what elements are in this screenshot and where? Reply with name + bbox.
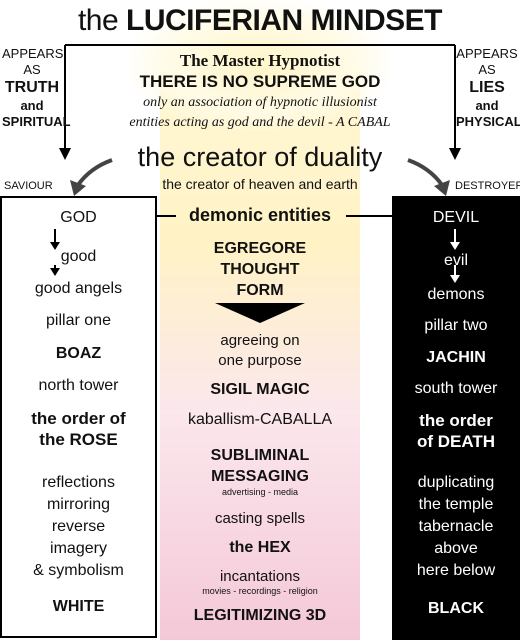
left-spiritual: SPIRITUAL	[2, 114, 71, 129]
right-curved-arrowhead	[434, 180, 450, 196]
saviour-label: SAVIOUR	[4, 180, 53, 192]
top-glow	[130, 0, 390, 130]
left-and: and	[20, 98, 44, 113]
left-appears: APPEARS	[2, 46, 64, 61]
center-movies-recordings: movies - recordings - religion	[202, 586, 318, 596]
right-lies: LIES	[469, 79, 505, 96]
left-item-reverse: reverse	[51, 518, 106, 535]
left-item-good-angels: good angels	[34, 280, 123, 297]
left-down-arrow	[59, 148, 71, 160]
intro-line4: entities acting as god and the devil - A…	[129, 115, 391, 130]
left-item-god: GOD	[60, 209, 97, 226]
left-item-rose: the ROSE	[39, 430, 118, 449]
left-header: APPEARS AS TRUTH and SPIRITUAL	[2, 46, 71, 130]
title-prefix: the	[77, 4, 127, 37]
right-item-above: above	[434, 540, 478, 557]
center-sigil-magic: SIGIL MAGIC	[210, 381, 310, 398]
center-gradient-band	[160, 70, 360, 640]
center-one-purpose: one purpose	[218, 352, 302, 369]
left-item-order-of: the order of	[31, 409, 126, 428]
center-form: FORM	[236, 282, 284, 299]
right-down-arrow	[449, 148, 461, 160]
right-item-jachin: JACHIN	[426, 349, 486, 366]
center-egregore: EGREGORE	[213, 240, 307, 257]
right-item-black: BLACK	[428, 600, 484, 617]
left-truth: TRUTH	[4, 79, 60, 96]
left-as: AS	[23, 62, 41, 77]
center-kaballism: kaballism-CABALLA	[187, 411, 333, 428]
right-item-death: of DEATH	[416, 432, 496, 451]
god-good-arrowhead	[50, 242, 60, 250]
intro-line3: only an association of hypnotic illusion…	[143, 95, 377, 110]
right-and: and	[475, 98, 499, 113]
left-item-mirroring: mirroring	[46, 496, 111, 513]
center-casting-spells: casting spells	[214, 510, 306, 527]
right-item-pillar-two: pillar two	[424, 317, 488, 334]
left-item-symbolism: & symbolism	[33, 562, 124, 579]
center-thought: THOUGHT	[220, 261, 300, 278]
creator-heaven-earth: the creator of heaven and earth	[162, 176, 358, 192]
center-advertising-media: advertising - media	[221, 487, 299, 497]
center-demonic-entities: demonic entities	[188, 205, 332, 225]
right-curved-arrow	[407, 158, 444, 187]
destroyer-label: DESTROYER	[455, 180, 520, 192]
right-item-devil: DEVIL	[432, 209, 480, 226]
master-hypnotist: The Master Hypnotist	[179, 51, 341, 70]
right-item-evil: evil	[443, 252, 468, 269]
center-messaging: MESSAGING	[211, 468, 309, 485]
title-main: LUCIFERIAN MINDSET	[126, 4, 443, 37]
left-item-white: WHITE	[52, 598, 105, 615]
center-legitimizing: LEGITIMIZING 3D	[193, 607, 327, 624]
creator-of-duality: the creator of duality	[137, 142, 383, 172]
left-item-pillar-one: pillar one	[46, 312, 111, 329]
page-title: the LUCIFERIAN MINDSET	[0, 4, 520, 38]
left-item-boaz: BOAZ	[55, 345, 102, 362]
right-item-here-below: here below	[416, 562, 496, 579]
right-as: AS	[478, 62, 496, 77]
left-panel	[0, 196, 157, 638]
left-item-imagery: imagery	[50, 540, 107, 557]
left-item-reflections: reflections	[42, 474, 115, 491]
right-item-demons: demons	[427, 286, 485, 303]
good-angels-arrowhead	[50, 268, 60, 276]
devil-evil-arrowhead	[450, 242, 460, 250]
right-item-tabernacle: tabernacle	[418, 518, 494, 535]
left-item-good: good	[60, 248, 97, 265]
left-curved-arrowhead	[70, 180, 86, 196]
center-incantations: incantations	[219, 568, 301, 585]
left-item-north-tower: north tower	[38, 377, 119, 394]
center-hex: the HEX	[229, 539, 291, 556]
center-agreeing: agreeing on	[220, 332, 300, 349]
right-item-duplicating: duplicating	[417, 474, 495, 491]
right-header: APPEARS AS LIES and PHYSICAL	[456, 46, 520, 130]
center-subliminal: SUBLIMINAL	[210, 447, 310, 464]
right-appears: APPEARS	[456, 46, 518, 61]
right-physical: PHYSICAL	[456, 114, 520, 129]
egregore-triangle	[215, 303, 305, 323]
right-item-order: the order	[419, 411, 493, 430]
evil-demons-arrowhead	[450, 275, 460, 283]
left-curved-arrow	[76, 158, 113, 187]
no-supreme-god: THERE IS NO SUPREME GOD	[139, 72, 381, 91]
right-item-temple: the temple	[418, 496, 494, 513]
right-item-south-tower: south tower	[414, 380, 498, 397]
